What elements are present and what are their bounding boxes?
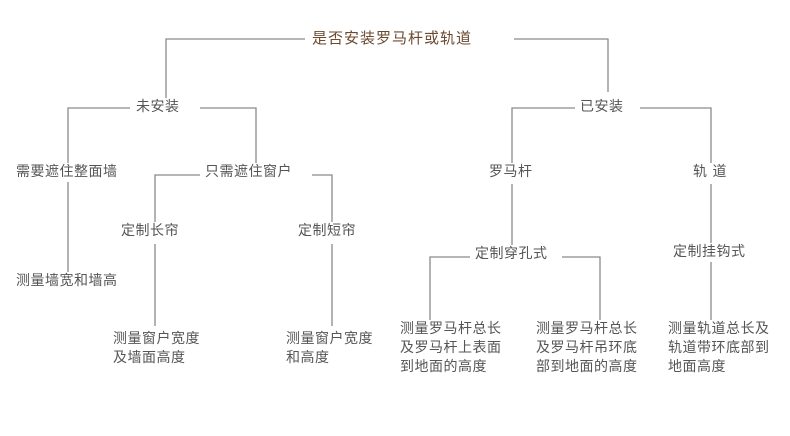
- line-not-installed-right: [200, 107, 257, 163]
- line-punch-left: [429, 256, 470, 323]
- line-not-installed-left: [67, 107, 130, 163]
- line-window-left: [154, 174, 200, 222]
- node-measure-window-short: 测量窗户宽度 和高度: [286, 330, 373, 368]
- node-measure-track: 测量轨道总长及 轨道带环底部到 地面高度: [668, 320, 770, 377]
- node-roman-rod: 罗马杆: [489, 163, 533, 182]
- root-question: 是否安装罗马杆或轨道: [312, 29, 473, 48]
- node-window-only: 只需遮住窗户: [205, 163, 292, 182]
- node-track: 轨 道: [693, 163, 727, 182]
- line-root-right: [514, 38, 609, 92]
- node-installed: 已安装: [580, 98, 624, 117]
- line-root-left: [165, 38, 305, 98]
- node-full-wall: 需要遮住整面墙: [16, 163, 118, 182]
- line-installed-right: [640, 107, 712, 163]
- line-window-right: [312, 174, 333, 222]
- node-measure-wall: 测量墙宽和墙高: [16, 272, 118, 291]
- node-measure-window-long: 测量窗户宽度 及墙面高度: [113, 330, 200, 368]
- node-not-installed: 未安装: [136, 98, 180, 117]
- node-measure-rod-surface: 测量罗马杆总长 及罗马杆上表面 到地面的高度: [400, 320, 502, 377]
- node-custom-punch: 定制穿孔式: [475, 245, 548, 264]
- node-measure-rod-ring: 测量罗马杆总长 及罗马杆吊环底 部到地面的高度: [536, 320, 638, 377]
- line-punch-right: [562, 256, 601, 323]
- node-custom-long: 定制长帘: [121, 222, 179, 241]
- node-custom-hook: 定制挂钩式: [673, 243, 746, 262]
- node-custom-short: 定制短帘: [298, 222, 356, 241]
- line-installed-left: [511, 107, 575, 163]
